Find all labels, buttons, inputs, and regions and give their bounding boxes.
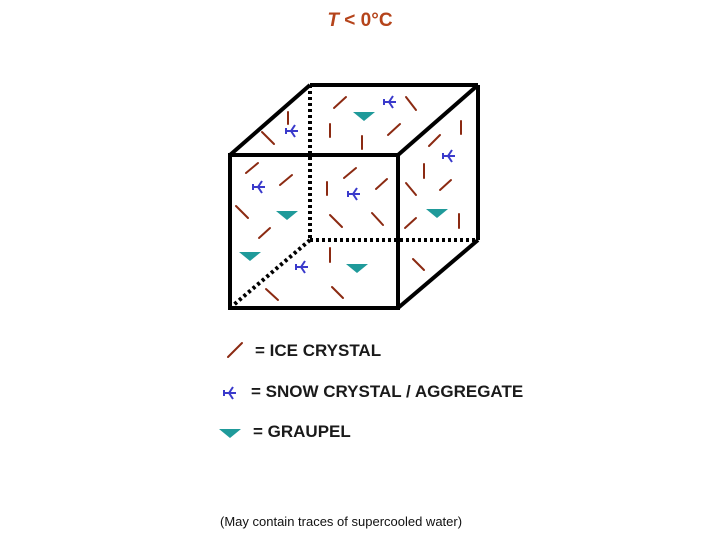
ice-crystal xyxy=(333,96,347,109)
legend-ice-crystal-label: = ICE CRYSTAL xyxy=(255,341,382,360)
snow-crystal xyxy=(252,180,266,194)
ice-crystal xyxy=(261,131,275,145)
ice-crystal xyxy=(375,178,388,190)
ice-crystal xyxy=(387,123,401,136)
graupel xyxy=(353,112,375,121)
graupel xyxy=(239,252,261,261)
snow-crystal xyxy=(285,124,299,138)
graupel xyxy=(426,209,448,218)
title-variable: T xyxy=(327,10,340,31)
snow-crystal xyxy=(383,95,397,109)
ice-crystal xyxy=(371,212,384,226)
ice-crystal xyxy=(412,258,425,271)
ice-crystal xyxy=(404,217,417,229)
legend-symbols xyxy=(219,342,243,438)
graupel xyxy=(276,211,298,220)
ice-crystal xyxy=(235,205,249,219)
graupel xyxy=(346,264,368,273)
cube-edges xyxy=(228,83,480,310)
ice-crystal xyxy=(331,286,344,299)
legend-ice-crystal-icon xyxy=(227,342,243,358)
title-condition: < 0°C xyxy=(339,10,393,31)
ice-crystal xyxy=(279,174,293,186)
snow-crystal xyxy=(442,149,456,163)
ice-crystal xyxy=(428,134,441,147)
ice-crystal xyxy=(245,162,259,174)
snow-crystal xyxy=(347,187,361,201)
snow-crystals xyxy=(252,95,456,274)
ice-crystal xyxy=(405,96,417,111)
ice-crystal xyxy=(343,167,357,179)
legend-snow-crystal-icon xyxy=(223,386,237,400)
cube-hidden-edges xyxy=(228,85,478,310)
ice-crystal xyxy=(258,227,271,239)
ice-crystal xyxy=(329,214,343,228)
ice-crystal xyxy=(405,182,417,196)
ice-crystal xyxy=(439,179,452,191)
legend-snow-crystal-label: = SNOW CRYSTAL / AGGREGATE xyxy=(251,382,524,401)
legend-graupel-label: = GRAUPEL xyxy=(253,422,351,441)
snow-crystal xyxy=(295,260,309,274)
legend-graupel-icon xyxy=(219,429,241,438)
diagram-title: T < 0°C xyxy=(0,10,720,32)
ice-crystals xyxy=(235,96,462,301)
ice-crystal xyxy=(265,288,279,301)
footnote: (May contain traces of supercooled water… xyxy=(220,514,463,529)
